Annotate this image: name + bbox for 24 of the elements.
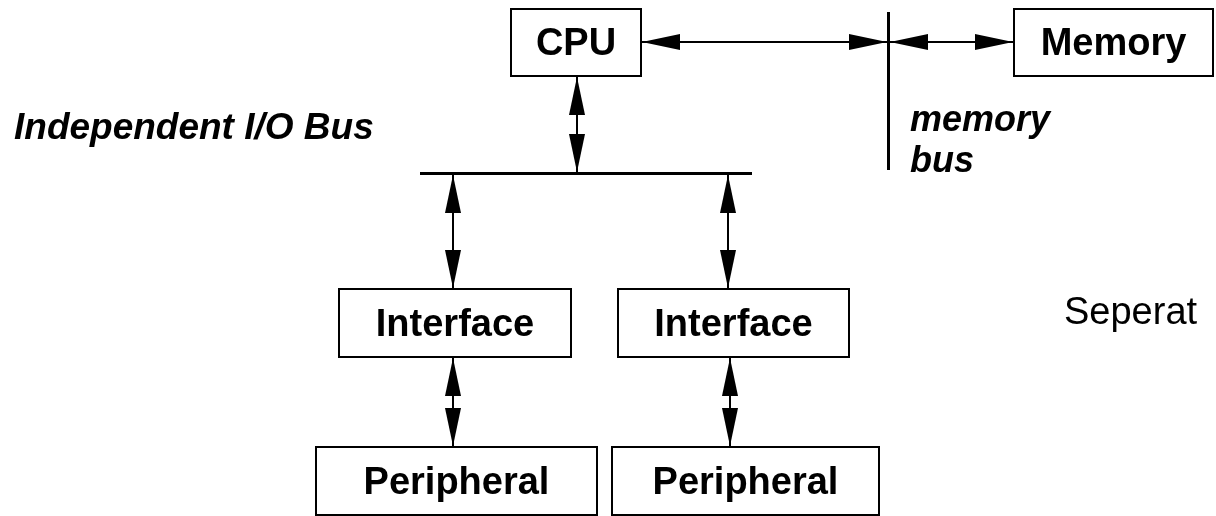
box-label: CPU [535,21,617,64]
component-box [617,288,850,358]
note-text: Seperat [1064,290,1198,333]
box-label: Peripheral [363,459,550,503]
component-box [338,288,572,358]
double-arrow [445,174,461,289]
double-arrow [889,34,1014,50]
double-arrow [641,34,888,50]
double-arrow [720,174,736,289]
component-box [1013,8,1214,77]
bus-label: Independent I/O Bus [14,106,375,149]
bus-line [887,12,890,170]
double-arrow [722,357,738,447]
component-box [510,8,642,77]
double-arrow [569,76,585,173]
box-label: Peripheral [652,459,839,503]
box-label: Interface [654,301,813,345]
bus-line [420,172,752,175]
double-arrow [445,357,461,447]
component-box [315,446,598,516]
box-label: Interface [375,301,535,345]
bus-label: memory bus [910,98,1053,181]
box-label: Memory [1040,21,1187,64]
component-box [611,446,880,516]
